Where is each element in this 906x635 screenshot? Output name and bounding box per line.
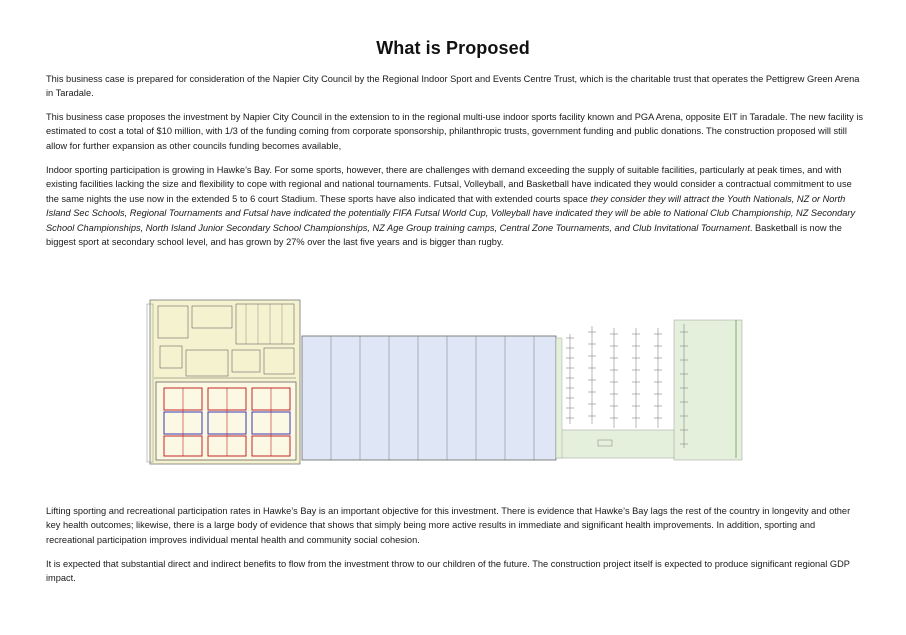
paragraph-health: Lifting sporting and recreational partic…	[46, 506, 851, 545]
paragraph-participation-end: . Basketball is now the biggest sport at…	[46, 222, 842, 248]
paragraph-benefits: It is expected that substantial direct a…	[46, 559, 850, 584]
proposed-extension-plan	[301, 335, 557, 461]
paragraph-participation-text: Indoor sporting participation is growing…	[46, 165, 852, 204]
paragraph-participation: Indoor sporting participation is growing…	[46, 163, 864, 249]
parking-area-plan	[555, 319, 743, 461]
site-plan-drawing	[146, 299, 743, 465]
existing-courts	[163, 387, 291, 457]
paragraph-investment: This business case proposes the investme…	[46, 112, 863, 151]
existing-arena-plan	[146, 299, 301, 465]
paragraph-participation-italic: they consider they will attract the Yout…	[46, 193, 856, 233]
page-title: What is Proposed	[376, 38, 530, 58]
paragraph-intro: This business case is prepared for consi…	[46, 74, 860, 99]
parking-rows	[566, 320, 737, 458]
